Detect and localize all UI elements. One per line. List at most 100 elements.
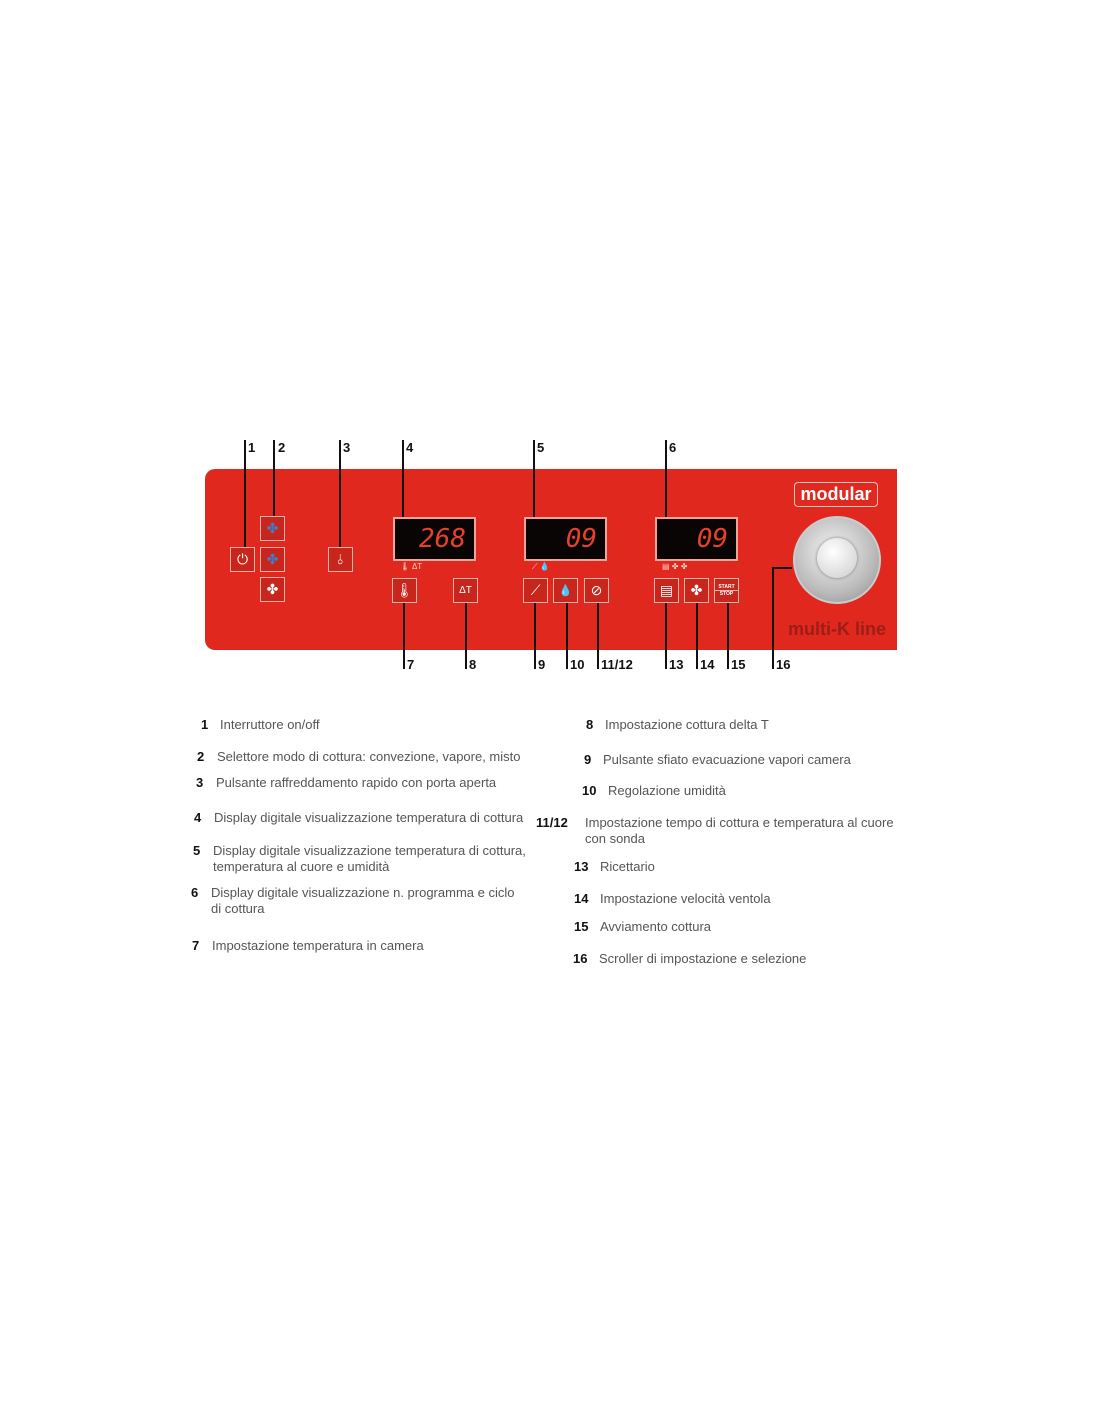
display-core-temp-humidity: 09: [524, 517, 607, 561]
callout-line: [772, 567, 774, 669]
legend-number: 9: [584, 752, 592, 767]
callout-9: 9: [538, 657, 546, 672]
fan-icon: ✤: [266, 581, 279, 597]
mixed-mode-button[interactable]: ✤: [260, 577, 285, 602]
callout-line: [665, 440, 667, 517]
callout-line: [534, 603, 536, 669]
legend-number: 13: [574, 859, 589, 874]
callout-line: [727, 603, 729, 669]
legend-text: Pulsante sfiato evacuazione vapori camer…: [603, 752, 851, 767]
callout-line: [339, 440, 341, 547]
legend-number: 15: [574, 919, 589, 934]
fan-speed-button[interactable]: ✤: [684, 578, 709, 603]
legend-text: Impostazione velocità ventola: [600, 891, 771, 906]
legend-number: 2: [197, 749, 205, 764]
legend-text: Ricettario: [600, 859, 655, 874]
legend-number: 7: [192, 938, 200, 953]
legend-number: 16: [573, 951, 588, 966]
scroller-knob[interactable]: [793, 516, 881, 604]
convection-mode-button[interactable]: ✤: [260, 516, 285, 541]
callout-line: [403, 603, 405, 669]
recipe-button[interactable]: ▤: [654, 578, 679, 603]
time-probe-button[interactable]: ⊘: [584, 578, 609, 603]
thermometer-icon: ⫰: [337, 551, 344, 567]
callout-15: 15: [731, 657, 746, 672]
legend-number: 4: [194, 810, 202, 825]
modular-logo: modular: [794, 482, 878, 507]
fan-icon: ✤: [690, 582, 703, 598]
callout-13: 13: [669, 657, 684, 672]
start-label: START: [718, 584, 735, 590]
delta-t-icon: ΔT: [459, 585, 472, 596]
fan-icon: ✤: [266, 520, 279, 536]
legend-text: temperatura al cuore e umidità: [213, 859, 390, 874]
callout-line: [465, 603, 467, 669]
legend-text: Display digitale visualizzazione tempera…: [213, 843, 526, 858]
legend-number: 8: [586, 717, 594, 732]
callout-line: [402, 440, 404, 517]
thermometer-icon: 🌡: [395, 582, 414, 598]
power-button[interactable]: ⏻: [230, 547, 255, 572]
display-indicators: ▤ ✤ ✤: [662, 562, 688, 571]
legend-text: Regolazione umidità: [608, 783, 726, 798]
legend-text: Selettore modo di cottura: convezione, v…: [217, 749, 521, 764]
vent-button[interactable]: ⟋: [523, 578, 548, 603]
callout-line: [244, 440, 246, 547]
callout-line: [696, 603, 698, 669]
callout-line: [597, 603, 599, 669]
display-indicators: 🌡 ΔT: [400, 562, 423, 571]
callout-line: [566, 603, 568, 669]
drop-icon: 💧: [558, 585, 573, 597]
legend-text: con sonda: [585, 831, 645, 846]
delta-t-button[interactable]: ΔT: [453, 578, 478, 603]
callout-3: 3: [343, 440, 351, 455]
callout-11-12: 11/12: [601, 657, 633, 672]
power-icon: ⏻: [236, 551, 249, 567]
legend-text: Impostazione temperatura in camera: [212, 938, 424, 953]
legend-number: 6: [191, 885, 199, 900]
legend-text: Impostazione cottura delta T: [605, 717, 769, 732]
legend-number: 1: [201, 717, 209, 732]
display-temperature: 268: [393, 517, 476, 561]
stop-label: STOP: [715, 590, 738, 597]
probe-icon: ⊘: [590, 582, 603, 598]
callout-line: [533, 440, 535, 517]
callout-5: 5: [537, 440, 545, 455]
callout-10: 10: [570, 657, 585, 672]
legend-number: 10: [582, 783, 597, 798]
multi-k-line-label: multi-K line: [788, 619, 886, 639]
callout-2: 2: [278, 440, 286, 455]
callout-14: 14: [700, 657, 715, 672]
display-program: 09: [655, 517, 738, 561]
legend-text: Display digitale visualizzazione n. prog…: [211, 885, 515, 900]
legend-text: Impostazione tempo di cottura e temperat…: [585, 815, 894, 830]
legend-text: Interruttore on/off: [220, 717, 320, 732]
legend-text: Pulsante raffreddamento rapido con porta…: [216, 775, 497, 790]
callout-line: [665, 603, 667, 669]
callout-line: [772, 567, 792, 569]
book-icon: ▤: [659, 582, 674, 598]
legend-number: 14: [574, 891, 589, 906]
vent-icon: ⟋: [530, 582, 541, 598]
fan-icon: ✤: [266, 551, 279, 567]
steam-mode-button[interactable]: ✤: [260, 547, 285, 572]
callout-6: 6: [669, 440, 677, 455]
legend-text: Avviamento cottura: [600, 919, 712, 934]
callout-16: 16: [776, 657, 791, 672]
callout-7: 7: [407, 657, 415, 672]
legend-number: 11/12: [536, 815, 568, 830]
callout-4: 4: [406, 440, 414, 455]
callout-1: 1: [248, 440, 256, 455]
legend-text: Scroller di impostazione e selezione: [599, 951, 807, 966]
legend-text: di cottura: [211, 901, 265, 916]
humidity-button[interactable]: 💧: [553, 578, 578, 603]
legend-number: 3: [196, 775, 204, 790]
legend-number: 5: [193, 843, 201, 858]
chamber-temp-button[interactable]: 🌡: [392, 578, 417, 603]
display-indicators: ⟋ 💧: [532, 562, 550, 571]
legend-text: Display digitale visualizzazione tempera…: [214, 810, 524, 825]
callout-8: 8: [469, 657, 477, 672]
rapid-cooling-button[interactable]: ⫰: [328, 547, 353, 572]
